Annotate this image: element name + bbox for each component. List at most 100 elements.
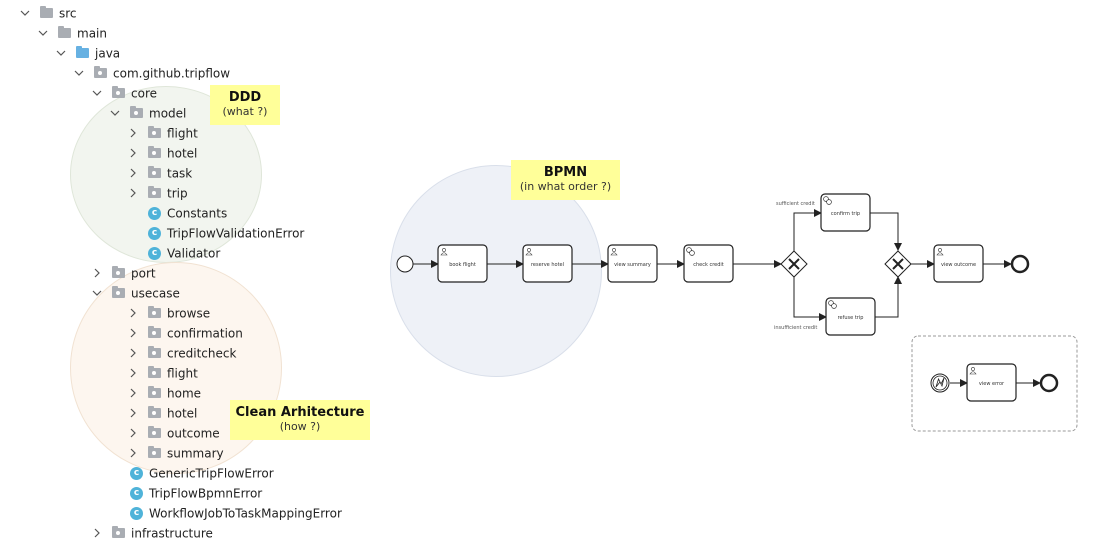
package-icon: [148, 445, 161, 458]
folder-icon: [76, 45, 89, 58]
package-icon: [148, 365, 161, 378]
tree-item-hotel[interactable]: hotel: [130, 143, 198, 163]
chevron-right-icon[interactable]: [126, 143, 140, 163]
task-confirm-trip[interactable]: confirm trip: [820, 193, 871, 232]
bpmn-note-subtitle: (in what order ?): [519, 180, 612, 193]
user-task-icon: [440, 248, 448, 256]
tree-item-infrastructure[interactable]: infrastructure: [94, 523, 213, 543]
flow-label-insufficient: insufficient credit: [774, 325, 817, 331]
tree-item-tripflowvalidationerror[interactable]: c TripFlowValidationError: [148, 223, 304, 243]
tree-item-src[interactable]: src: [20, 3, 77, 23]
folder-icon: [40, 5, 53, 18]
task-view-error[interactable]: view error: [966, 363, 1017, 402]
chevron-right-icon[interactable]: [126, 343, 140, 363]
tree-item-label: home: [167, 386, 202, 401]
tree-item-port[interactable]: port: [94, 263, 156, 283]
chevron-right-icon[interactable]: [126, 423, 140, 443]
tree-item-label: main: [77, 26, 107, 41]
chevron-right-icon[interactable]: [126, 383, 140, 403]
tree-item-summary[interactable]: summary: [130, 443, 224, 463]
task-view-outcome[interactable]: view outcome: [933, 244, 984, 283]
tree-item-com-github-tripflow[interactable]: com.github.tripflow: [74, 63, 231, 83]
chevron-down-icon[interactable]: [54, 43, 68, 63]
chevron-down-icon[interactable]: [90, 283, 104, 303]
tree-item-label: TripFlowValidationError: [167, 226, 305, 241]
chevron-right-icon[interactable]: [126, 303, 140, 323]
chevron-down-icon[interactable]: [90, 83, 104, 103]
package-icon: [112, 285, 125, 298]
chevron-down-icon[interactable]: [108, 103, 122, 123]
task-view-summary[interactable]: view summary: [607, 244, 658, 283]
join-gateway: [884, 250, 912, 278]
tree-item-browse[interactable]: browse: [130, 303, 210, 323]
package-icon: [148, 405, 161, 418]
task-check-credit[interactable]: check credit: [683, 244, 734, 283]
tree-item-label: Validator: [167, 246, 221, 261]
tree-item-model[interactable]: model: [110, 103, 187, 123]
tree-item-outcome[interactable]: outcome: [130, 423, 220, 443]
service-task-icon: [686, 247, 695, 256]
package-icon: [148, 425, 161, 438]
tree-item-label: TripFlowBpmnError: [149, 486, 263, 501]
chevron-right-icon[interactable]: [90, 523, 104, 543]
tree-item-label: hotel: [167, 406, 198, 421]
tree-item-core[interactable]: core: [92, 83, 157, 103]
flow-label-sufficient: sufficient credit: [776, 201, 815, 207]
tree-item-main[interactable]: main: [38, 23, 107, 43]
tree-item-tripflowbpmnerror[interactable]: c TripFlowBpmnError: [130, 483, 262, 503]
tree-item-label: flight: [167, 126, 198, 141]
chevron-down-icon[interactable]: [18, 3, 32, 23]
tree-item-task[interactable]: task: [130, 163, 192, 183]
class-icon: c: [148, 227, 161, 240]
chevron-down-icon[interactable]: [72, 63, 86, 83]
tree-item-validator[interactable]: c Validator: [148, 243, 220, 263]
tree-item-label: model: [149, 106, 187, 121]
chevron-right-icon[interactable]: [126, 363, 140, 383]
package-icon: [112, 525, 125, 538]
tree-item-java[interactable]: java: [56, 43, 120, 63]
tree-item-label: flight: [167, 366, 198, 381]
clean-architecture-note-title: Clean Arhitecture: [235, 405, 365, 420]
end-event: [1010, 254, 1030, 274]
tree-item-flight[interactable]: flight: [130, 123, 198, 143]
error-end-event: [1039, 373, 1059, 393]
package-icon: [130, 105, 143, 118]
chevron-right-icon[interactable]: [126, 443, 140, 463]
tree-item-label: confirmation: [167, 326, 243, 341]
clean-architecture-note: Clean Arhitecture (how ?): [230, 400, 370, 440]
tree-item-hotel[interactable]: hotel: [130, 403, 198, 423]
service-task-icon: [823, 196, 832, 205]
tree-item-trip[interactable]: trip: [130, 183, 188, 203]
chevron-right-icon[interactable]: [126, 123, 140, 143]
task-book-flight[interactable]: book flight: [437, 244, 488, 283]
chevron-right-icon[interactable]: [90, 263, 104, 283]
tree-item-label: hotel: [167, 146, 198, 161]
tree-item-creditcheck[interactable]: creditcheck: [130, 343, 236, 363]
split-gateway: [780, 250, 808, 278]
tree-item-label: summary: [167, 446, 224, 461]
ddd-note-title: DDD: [228, 90, 262, 105]
package-icon: [148, 125, 161, 138]
chevron-right-icon[interactable]: [126, 323, 140, 343]
sequence-flows: [413, 209, 1041, 387]
chevron-right-icon[interactable]: [126, 163, 140, 183]
tree-item-home[interactable]: home: [130, 383, 202, 403]
tree-item-label: com.github.tripflow: [113, 66, 231, 81]
chevron-right-icon[interactable]: [126, 183, 140, 203]
tree-item-usecase[interactable]: usecase: [92, 283, 180, 303]
class-icon: c: [148, 247, 161, 260]
task-refuse-trip[interactable]: refuse trip: [825, 297, 876, 336]
service-task-icon: [828, 300, 837, 309]
class-icon: c: [130, 487, 143, 500]
task-reserve-hotel[interactable]: reserve hotel: [522, 244, 573, 283]
tree-item-confirmation[interactable]: confirmation: [130, 323, 243, 343]
task-label: view outcome: [941, 262, 976, 268]
tree-item-label: infrastructure: [131, 526, 213, 541]
tree-item-flight[interactable]: flight: [130, 363, 198, 383]
chevron-right-icon[interactable]: [126, 403, 140, 423]
chevron-down-icon[interactable]: [36, 23, 50, 43]
error-subprocess: [911, 335, 1078, 432]
